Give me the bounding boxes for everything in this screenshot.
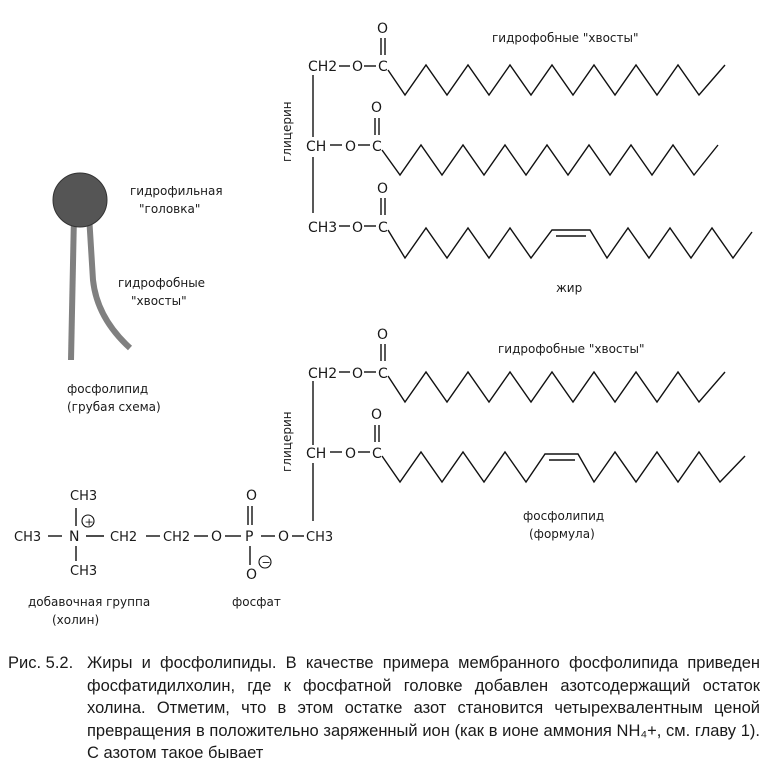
figure-caption: Рис. 5.2. Жиры и фосфолипиды. В качестве… [8,652,760,765]
carbon-atom: C [372,139,382,155]
tails-label: гидрофобные [118,276,205,290]
ch3-group: CH3 [308,220,337,236]
oxygen-atom: O [352,366,363,382]
hydrophilic-head-label-2: "головка" [139,202,200,216]
carbonyl-oxygen: O [371,407,382,423]
figure-number: Рис. 5.2. [8,654,74,672]
caption-text: Жиры и фосфолипиды. В качестве примера м… [87,654,760,762]
carbonyl-oxygen: O [377,327,388,343]
hydrophilic-head [52,172,108,228]
fat-molecule: гидрофобные "хвосты" глицерин CH2 O C O … [280,21,753,295]
fatty-acid-tail-2 [381,143,719,177]
rough-tail-left [68,214,77,361]
carbon-atom: C [372,446,382,462]
fatty-acid-tail-1 [387,63,726,97]
oxygen-atom: O [278,529,289,545]
minus-sign: − [262,556,271,569]
ch2-group: CH2 [163,530,190,545]
carbon-atom: C [378,220,388,236]
fatty-acid-tail-4 [387,370,726,404]
carbon-atom: C [378,366,388,382]
ch3-group: CH3 [306,530,333,545]
carbonyl-oxygen: O [377,21,388,37]
choline-label: добавочная группа [28,595,150,609]
phosphate-oxygen: O [246,488,257,504]
fatty-acid-tail-5-unsaturated [381,450,746,484]
oxygen-atom: O [352,220,363,236]
ch2-group: CH2 [110,530,137,545]
lipid-diagram: гидрофобные "хвосты" глицерин CH2 O C O … [14,21,753,627]
fatty-acid-tail-3-unsaturated [387,226,753,260]
phospholipid-formula-label: фосфолипид [523,509,604,523]
carbon-atom: C [378,59,388,75]
positive-charge [81,514,95,528]
phosphate-label: фосфат [232,595,281,609]
ch3-group: CH3 [70,489,97,504]
carbonyl-oxygen: O [371,100,382,116]
phosphorus-atom: P [245,529,253,545]
plus-sign: + [85,516,94,529]
glycerol-label-top: глицерин [280,101,294,162]
hydrophobic-tails-label-bottom: гидрофобные "хвосты" [498,342,645,356]
phosphate-oxygen-charged: O [246,567,257,583]
tails-label-2: "хвосты" [131,294,187,308]
ch-group: CH [306,139,326,155]
ch3-group: CH3 [14,530,41,545]
glycerol-label-bottom: глицерин [280,411,294,472]
hydrophilic-head-label: гидрофильная [130,184,223,198]
oxygen-atom: O [345,139,356,155]
phospholipid-formula-label-2: (формула) [529,527,595,541]
ch3-group: CH3 [70,564,97,579]
negative-charge [258,555,272,569]
phospholipid-formula: гидрофобные "хвосты" глицерин CH2 O C O … [14,327,746,627]
nitrogen-atom: N [69,529,79,545]
oxygen-atom: O [345,446,356,462]
hydrophobic-tails-label-top: гидрофобные "хвосты" [492,31,639,45]
rough-tail-right [86,214,133,351]
oxygen-atom: O [211,529,222,545]
fat-label: жир [556,281,582,295]
ch-group: CH [306,446,326,462]
ch2-group: CH2 [308,59,337,75]
choline-label-2: (холин) [52,613,99,627]
rough-scheme-caption-2: (грубая схема) [67,400,161,414]
carbonyl-oxygen: O [377,181,388,197]
rough-scheme-caption: фосфолипид [67,382,148,396]
oxygen-atom: O [352,59,363,75]
ch2-group: CH2 [308,366,337,382]
phospholipid-rough-scheme: гидрофильная "головка" гидрофобные "хвос… [52,172,223,414]
